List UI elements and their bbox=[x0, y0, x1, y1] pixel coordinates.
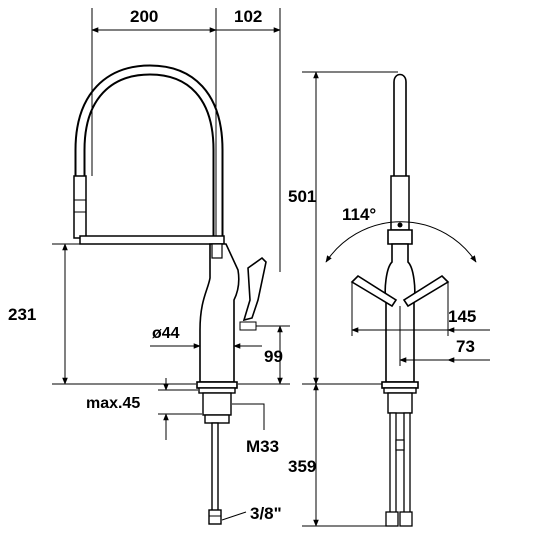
front-view: 200 102 231 ø44 99 max.45 M33 3/8" bbox=[8, 7, 290, 525]
spout-inner bbox=[76, 66, 222, 236]
lever-handle bbox=[242, 256, 267, 322]
dim-max-thickness: max.45 bbox=[86, 395, 140, 412]
dim-base-diameter: ø44 bbox=[152, 325, 180, 342]
spout-outer bbox=[74, 64, 224, 236]
dim-spout-reach: 200 bbox=[130, 7, 158, 26]
dim-hose-length: 359 bbox=[288, 457, 316, 476]
spray-head bbox=[73, 175, 87, 239]
spout-bar bbox=[79, 235, 225, 245]
dim-side-width: 145 bbox=[448, 307, 476, 326]
dim-lever-angle: 114° bbox=[342, 205, 376, 224]
dim-thread: M33 bbox=[246, 437, 279, 456]
side-lever-left bbox=[350, 274, 398, 308]
dim-side-offset: 73 bbox=[456, 337, 475, 356]
dim-spout-height: 231 bbox=[8, 305, 36, 324]
dim-handle-offset: 102 bbox=[234, 7, 262, 26]
side-lever-right bbox=[402, 274, 450, 308]
hose bbox=[211, 422, 219, 512]
faucet-body bbox=[199, 243, 240, 383]
dim-total-height: 501 bbox=[288, 187, 316, 206]
base-plate bbox=[196, 381, 238, 389]
side-view: 114° 501 359 145 73 bbox=[288, 71, 490, 527]
shank bbox=[202, 392, 232, 416]
dim-lever-height: 99 bbox=[264, 347, 283, 366]
dim-hose-connection: 3/8" bbox=[250, 504, 282, 523]
